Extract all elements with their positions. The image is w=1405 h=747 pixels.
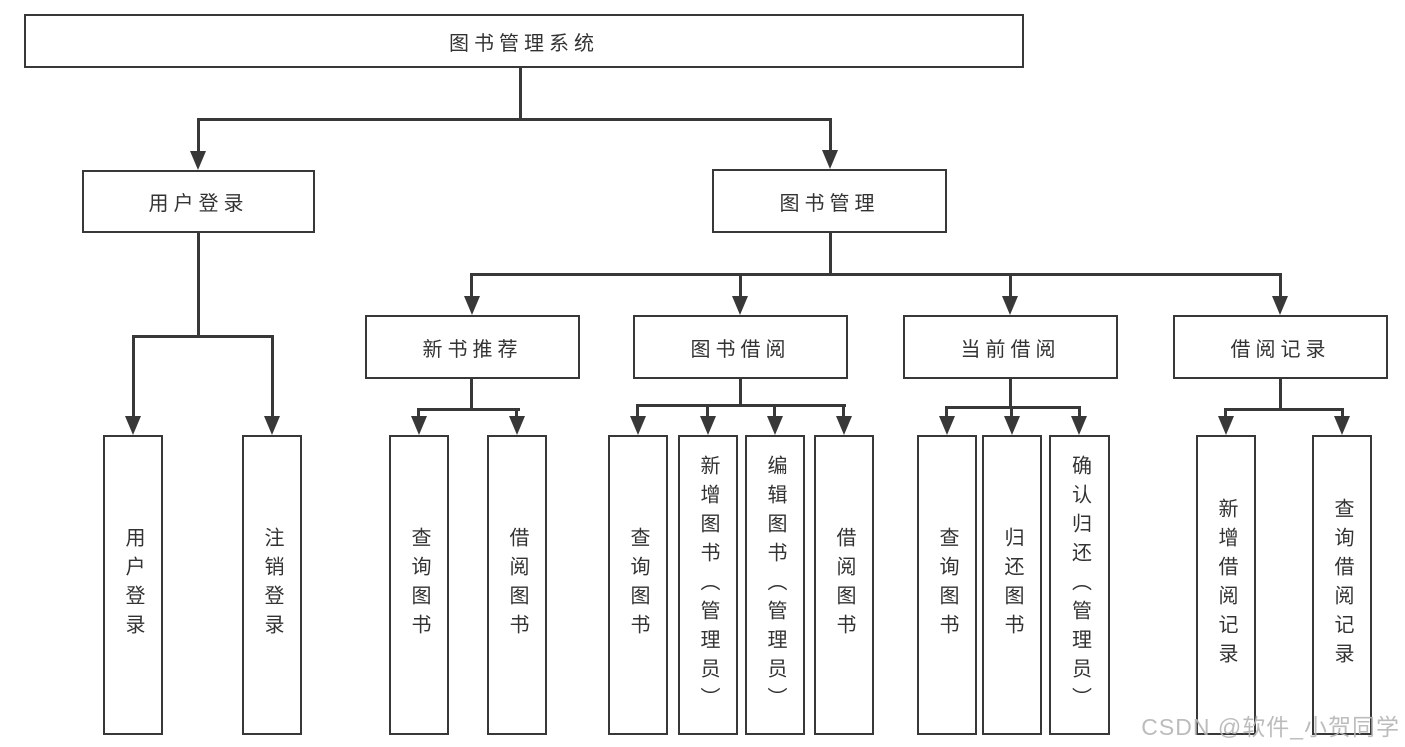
node-borrowing-records: 借阅记录 [1173,315,1388,379]
leaf-borrow-books: 借阅图书 [814,435,874,735]
connector-line [1279,379,1282,411]
node-book-borrowing: 图书借阅 [633,315,848,379]
node-label: 图书管理系统 [449,32,599,55]
node-label: 新增图书（管理员） [697,454,719,716]
connector-line [132,335,135,419]
leaf-edit-books-admin: 编辑图书（管理员） [745,435,805,735]
leaf-user-login: 用户登录 [103,435,163,735]
node-label: 编辑图书（管理员） [764,454,786,716]
node-current-borrowing: 当前借阅 [903,315,1118,379]
node-label: 用户登录 [122,527,144,643]
arrowhead-icon [509,416,525,435]
node-label: 确认归还（管理员） [1068,454,1091,716]
connector-line [1010,406,1013,418]
leaf-logout: 注销登录 [242,435,302,735]
connector-line [470,273,473,298]
connector-line [773,404,776,418]
arrowhead-icon [767,416,783,435]
connector-line [515,408,518,419]
connector-line [739,273,742,298]
arrowhead-icon [1004,416,1020,435]
node-label: 借阅图书 [506,527,528,643]
arrowhead-icon [411,416,427,435]
arrowhead-icon [1071,416,1087,435]
connector-line [1224,408,1344,411]
connector-line [519,68,522,118]
connector-line [133,335,274,338]
node-user-login: 用户登录 [82,170,315,233]
connector-line [636,404,846,407]
node-label: 查询借阅记录 [1331,498,1353,672]
arrowhead-icon [1272,296,1288,315]
arrowhead-icon [1002,296,1018,315]
arrowhead-icon [630,416,646,435]
connector-line [197,118,832,121]
node-label: 借阅记录 [1230,338,1331,361]
node-label: 用户登录 [148,193,249,215]
connector-line [1009,273,1012,298]
node-new-book-recommendation: 新书推荐 [365,315,580,379]
arrowhead-icon [822,150,838,169]
connector-line [706,404,709,418]
connector-line [1341,408,1344,419]
node-label: 注销登录 [261,527,283,643]
connector-line [829,118,832,151]
node-book-management: 图书管理 [712,169,947,233]
arrowhead-icon [464,296,480,315]
csdn-watermark: CSDN @软件_小贺同学 [1141,714,1400,740]
node-label: 新增借阅记录 [1215,498,1237,672]
arrowhead-icon [939,416,955,435]
connector-line [417,408,420,419]
connector-line [197,118,200,152]
connector-line [470,379,473,411]
node-label: 查询图书 [627,527,649,643]
node-library-system: 图书管理系统 [24,14,1024,68]
node-label: 新书推荐 [422,338,523,361]
connector-line [470,273,1281,276]
arrowhead-icon [190,151,206,170]
connector-line [739,379,742,406]
arrowhead-icon [1334,416,1350,435]
leaf-borrow-books-recommend: 借阅图书 [487,435,547,735]
leaf-query-books-borrow: 查询图书 [608,435,668,735]
connector-line [1078,406,1081,418]
leaf-query-books-recommend: 查询图书 [389,435,449,735]
connector-line [1279,273,1282,298]
node-label: 图书管理 [779,192,880,215]
connector-line [1009,379,1012,407]
leaf-confirm-return-admin: 确认归还（管理员） [1049,435,1110,735]
leaf-query-borrow-record: 查询借阅记录 [1312,435,1372,735]
leaf-return-books: 归还图书 [982,435,1042,735]
leaf-add-borrow-record: 新增借阅记录 [1196,435,1256,735]
connector-line [417,408,520,411]
arrowhead-icon [732,296,748,315]
node-label: 图书借阅 [690,338,791,361]
node-label: 查询图书 [936,527,958,643]
node-label: 借阅图书 [833,527,855,643]
connector-line [842,404,845,418]
connector-line [197,233,200,335]
connector-line [945,406,1081,409]
arrowhead-icon [1218,416,1234,435]
connector-line [945,406,948,418]
node-label: 当前借阅 [960,338,1061,361]
arrowhead-icon [700,416,716,435]
node-label: 归还图书 [1001,527,1023,643]
leaf-add-books-admin: 新增图书（管理员） [678,435,738,735]
arrowhead-icon [125,416,141,435]
arrowhead-icon [264,416,280,435]
connector-line [636,404,639,418]
connector-line [829,233,832,275]
node-label: 查询图书 [408,527,430,643]
connector-line [1224,408,1227,419]
arrowhead-icon [836,416,852,435]
connector-line [271,335,274,419]
leaf-query-books-current: 查询图书 [917,435,977,735]
